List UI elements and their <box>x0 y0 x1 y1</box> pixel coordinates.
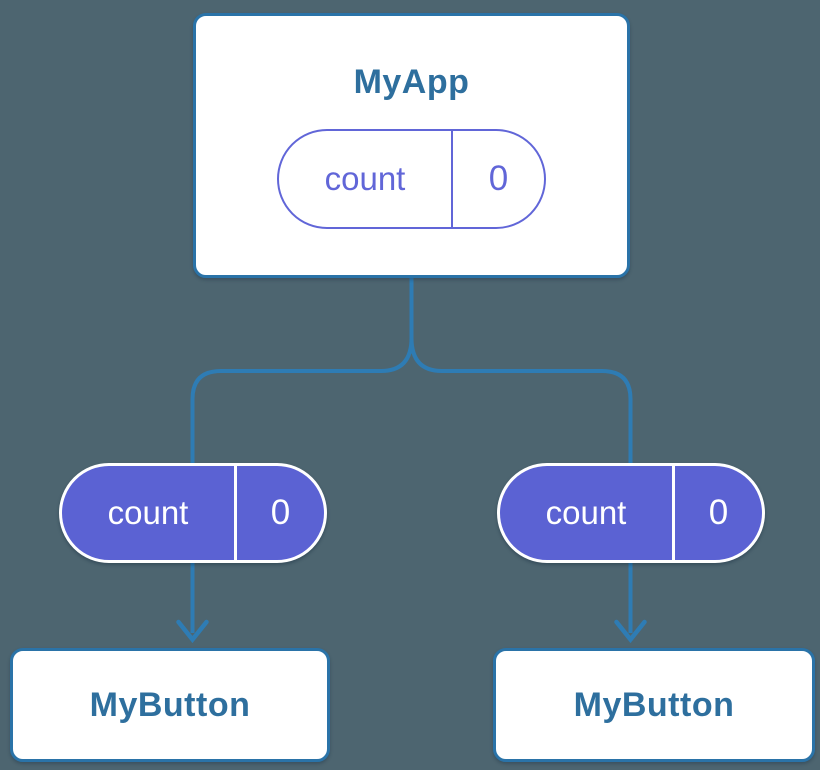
mybutton-card-left: MyButton <box>10 648 330 762</box>
component-title: MyButton <box>573 685 735 724</box>
state-name-label: count <box>107 494 189 531</box>
state-pill-left-child: count 0 <box>59 463 327 563</box>
component-title: MyApp <box>353 63 470 101</box>
connector-parent-to-right-child <box>409 277 633 633</box>
state-value: 0 <box>270 493 291 532</box>
state-pill-parent: count 0 <box>277 129 546 229</box>
pill-divider <box>672 466 675 560</box>
state-name-label: count <box>545 494 627 531</box>
component-title: MyButton <box>89 685 251 724</box>
arrowhead-down-icon <box>614 619 647 644</box>
state-pill-right-child: count 0 <box>497 463 765 563</box>
pill-divider <box>234 466 237 560</box>
myapp-card: MyApp count 0 <box>193 13 630 278</box>
state-value: 0 <box>488 159 509 198</box>
connector-parent-to-left-child <box>190 277 414 633</box>
pill-divider <box>451 131 453 227</box>
mybutton-card-right: MyButton <box>493 648 815 762</box>
state-value: 0 <box>708 493 729 532</box>
state-name-label: count <box>324 160 406 197</box>
arrowhead-down-icon <box>176 619 209 644</box>
